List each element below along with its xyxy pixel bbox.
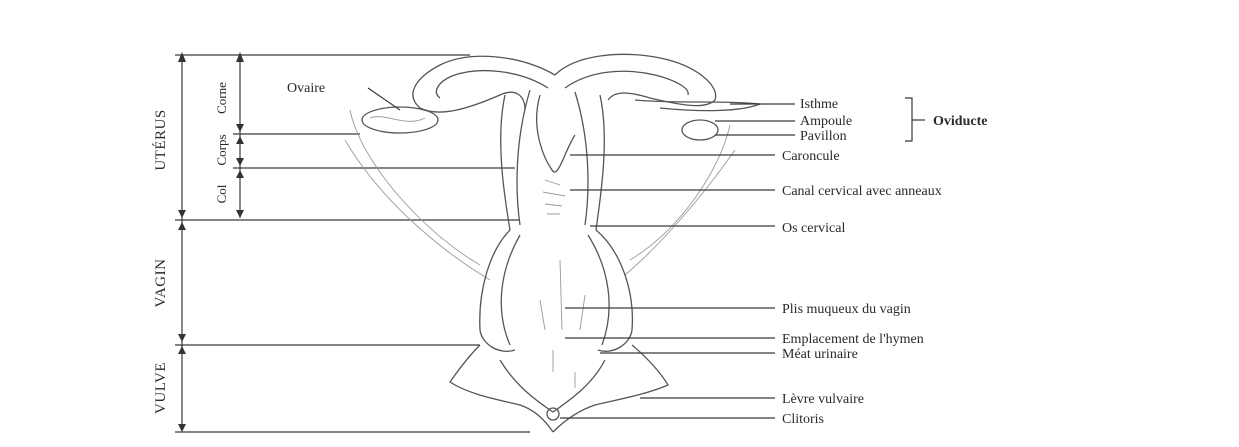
label-ampoule: Ampoule <box>800 114 852 129</box>
label-meat-urinaire: Méat urinaire <box>782 347 858 362</box>
label-emplacement-hymen: Emplacement de l'hymen <box>782 332 924 347</box>
uterus-part-corne: Corne <box>214 82 229 114</box>
region-label-vulve: VULVE <box>153 362 169 414</box>
uterus-part-corps: Corps <box>214 134 229 165</box>
region-label-uterus: UTÉRUS <box>152 109 169 170</box>
label-oviducte: Oviducte <box>933 114 987 129</box>
label-ovaire: Ovaire <box>287 81 325 96</box>
uterus-part-col: Col <box>214 184 229 203</box>
label-clitoris: Clitoris <box>782 412 824 427</box>
label-caroncule: Caroncule <box>782 149 840 164</box>
label-os-cervical: Os cervical <box>782 221 845 236</box>
region-label-vagin: VAGIN <box>153 259 169 308</box>
label-pavillon: Pavillon <box>800 129 847 144</box>
label-isthme: Isthme <box>800 97 838 112</box>
organ-illustration <box>345 54 760 432</box>
label-canal-cervical: Canal cervical avec anneaux <box>782 184 942 199</box>
label-levre-vulvaire: Lèvre vulvaire <box>782 392 864 407</box>
label-plis-muqueux: Plis muqueux du vagin <box>782 302 911 317</box>
